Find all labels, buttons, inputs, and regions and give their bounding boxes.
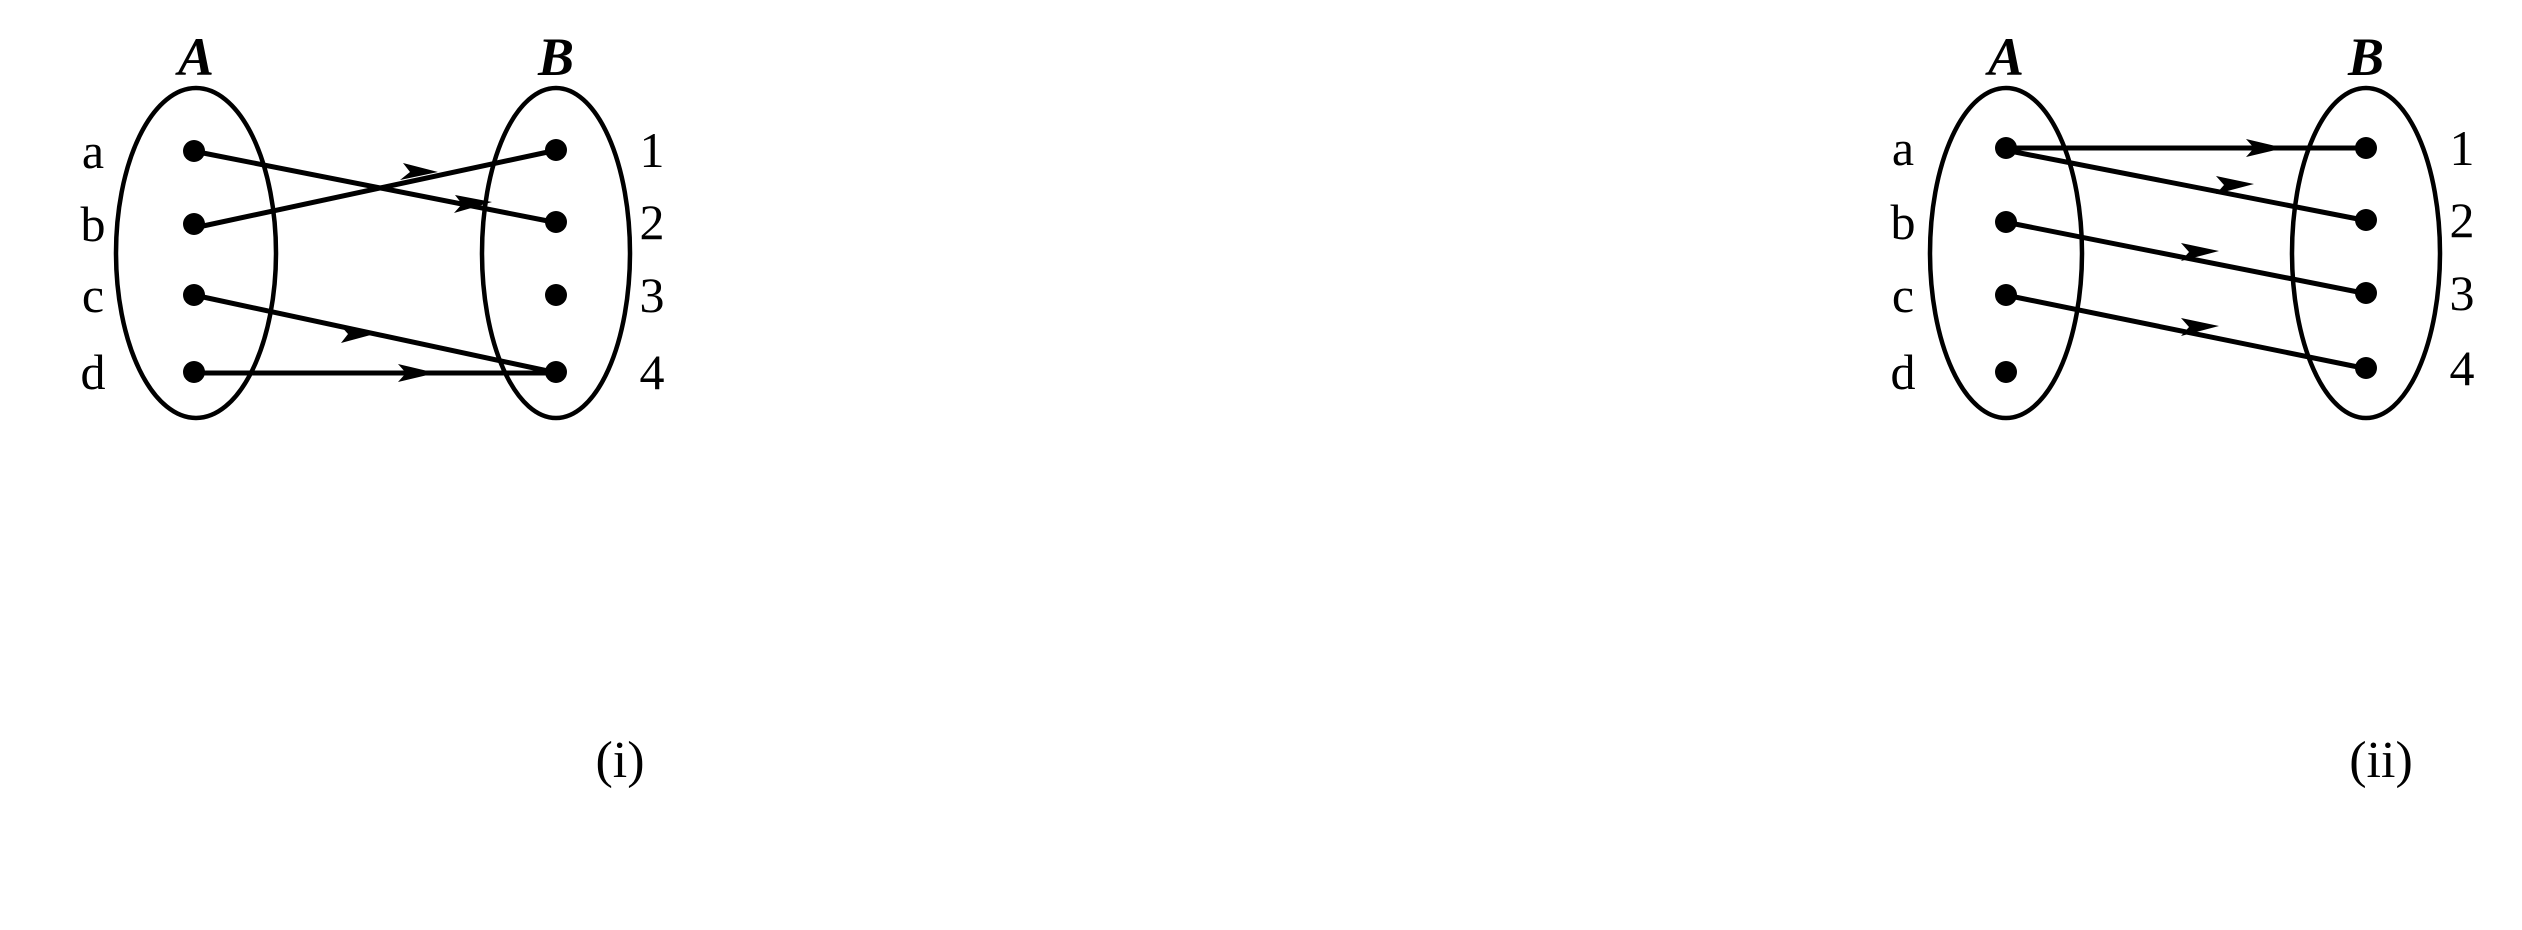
- arrowhead-glyph-c-4-i: [340, 325, 378, 343]
- caption-i: (i): [595, 732, 645, 789]
- dot-b-i: [183, 213, 205, 235]
- set-b-ellipse-i: [479, 85, 633, 421]
- diagram-i-graphics: [113, 85, 633, 421]
- dot-1-i: [545, 139, 567, 161]
- arrow-a-to-2-ii: [2014, 149, 2359, 222]
- caption-ii: (ii): [2349, 732, 2413, 789]
- set-b-label-ii: B: [2347, 27, 2385, 87]
- dot-4-i: [545, 361, 567, 383]
- element-label-2-ii: 2: [2449, 192, 2475, 248]
- dot-c-i: [183, 284, 205, 306]
- dot-d-ii: [1995, 361, 2017, 383]
- element-label-3-ii: 3: [2449, 265, 2475, 321]
- arrow-c-to-4-i: [202, 294, 549, 374]
- set-a-ellipse-i: [113, 85, 279, 421]
- dot-2-ii: [2355, 209, 2377, 231]
- arrowhead-glyph-a-1-ii: [2246, 139, 2284, 157]
- set-b-ellipse-ii: [2289, 85, 2443, 421]
- element-label-2-i: 2: [639, 194, 665, 250]
- diagram-ii-graphics: [1927, 85, 2443, 421]
- element-label-1-i: 1: [639, 122, 665, 178]
- arrowhead-glyph-d-4-i: [398, 364, 436, 382]
- element-label-3-i: 3: [639, 267, 665, 323]
- element-label-d-ii: d: [1890, 344, 1916, 400]
- element-label-4-i: 4: [639, 344, 665, 400]
- diagram-ii: A B a b c d 1 2 3 4 (ii): [1261, 0, 2522, 930]
- set-a-label-i: A: [177, 27, 215, 87]
- element-label-b-i: b: [80, 196, 106, 252]
- element-label-1-ii: 1: [2449, 120, 2475, 176]
- element-label-c-ii: c: [1891, 267, 1915, 323]
- element-label-c-i: c: [81, 267, 105, 323]
- dot-d-i: [183, 361, 205, 383]
- element-label-b-ii: b: [1890, 194, 1916, 250]
- set-a-ellipse-ii: [1927, 85, 2085, 421]
- dot-3-ii: [2355, 282, 2377, 304]
- arrowhead-glyph-c-4-ii: [2181, 318, 2219, 336]
- dot-c-ii: [1995, 284, 2017, 306]
- diagram-i: A B a b c d 1 2 3 4 (i): [80, 27, 665, 789]
- dot-2-i: [545, 211, 567, 233]
- element-label-a-i: a: [81, 123, 105, 179]
- element-label-d-i: d: [80, 344, 106, 400]
- arrow-b-to-1-i: [202, 149, 549, 229]
- arrowhead-glyph-a-2-ii: [2216, 176, 2254, 194]
- set-b-label-i: B: [537, 27, 575, 87]
- set-a-label-ii: A: [1987, 27, 2025, 87]
- arrowhead-glyph-a-2-i: [454, 195, 492, 213]
- element-label-a-ii: a: [1891, 120, 1915, 176]
- arrowhead-glyph-b-3-ii: [2181, 243, 2219, 261]
- dot-a-i: [183, 140, 205, 162]
- dot-1-ii: [2355, 137, 2377, 159]
- arrowhead-glyph-b-1-i: [400, 163, 438, 180]
- dot-b-ii: [1995, 211, 2017, 233]
- dot-a-ii: [1995, 137, 2017, 159]
- dot-4-ii: [2355, 357, 2377, 379]
- element-label-4-ii: 4: [2449, 340, 2475, 396]
- dot-3-i: [545, 284, 567, 306]
